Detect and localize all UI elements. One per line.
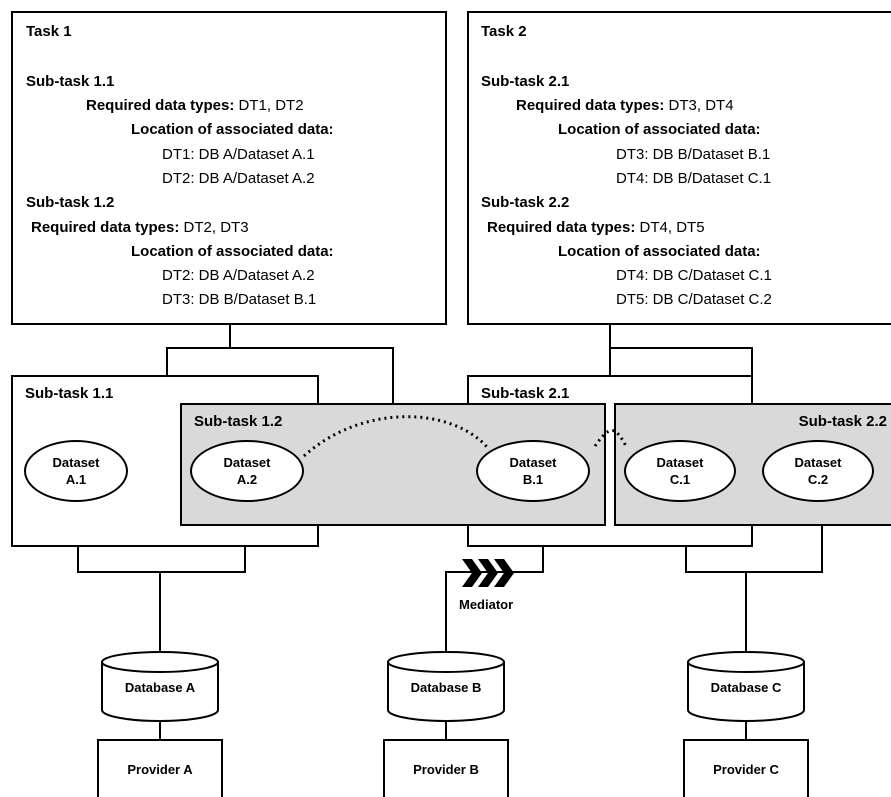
subtask-2-2-box-label: Sub-task 2.2: [798, 413, 887, 430]
provider-a-label: Provider A: [127, 761, 193, 777]
database-a-cylinder-icon: [101, 651, 219, 722]
required-types-value: DT1, DT2: [234, 97, 304, 114]
dataset-b1-label: Dataset: [509, 455, 557, 470]
mediator-chevron-icon: [462, 559, 514, 587]
provider-c-label: Provider C: [713, 761, 779, 777]
subtask-1-1-heading: Sub-task 1.1: [26, 73, 115, 90]
required-types-label: Required data types:: [31, 219, 180, 236]
database-c[interactable]: Database C: [686, 650, 806, 724]
dataset-a1-id: A.1: [65, 472, 87, 487]
provider-c[interactable]: Provider C: [683, 739, 809, 797]
subtask-1-2-location-2: DT3: DB B/Dataset B.1: [162, 291, 317, 308]
dataset-c2-id: C.2: [807, 472, 829, 487]
required-types-value: DT3, DT4: [664, 97, 734, 114]
database-b-label: Database B: [410, 680, 482, 695]
subtask-2-1-box-label: Sub-task 2.1: [481, 385, 570, 402]
dataset-b1-id: B.1: [522, 472, 544, 487]
subtask-1-2-box-label: Sub-task 1.2: [194, 413, 283, 430]
required-types-value: DT4, DT5: [635, 219, 705, 236]
dataset-c2-label: Dataset: [794, 455, 842, 470]
mediator-label: Mediator: [459, 597, 514, 612]
provider-b-label: Provider B: [413, 761, 479, 777]
subtask-1-1-location-label: Location of associated data:: [131, 121, 334, 138]
required-types-value: DT2, DT3: [179, 219, 249, 236]
provider-b[interactable]: Provider B: [383, 739, 509, 797]
subtask-1-2-heading: Sub-task 1.2: [26, 194, 115, 211]
subtask-1-1-location-1: DT1: DB A/Dataset A.1: [162, 146, 315, 163]
subtask-2-2-location-2: DT5: DB C/Dataset C.2: [616, 291, 772, 308]
database-b-cylinder-icon: [387, 651, 505, 722]
task-1-title: Task 1: [26, 23, 72, 40]
subtask-2-1-heading: Sub-task 2.1: [481, 73, 570, 90]
required-types-label: Required data types:: [86, 97, 235, 114]
subtask-2-2-required-types: Required data types: DT4, DT5: [487, 219, 705, 237]
provider-a[interactable]: Provider A: [97, 739, 223, 797]
dataset-a1-label: Dataset: [52, 455, 100, 470]
subtask-1-2-required-types: Required data types: DT2, DT3: [31, 219, 249, 237]
subtask-2-1-required-types: Required data types: DT3, DT4: [516, 97, 734, 115]
task-2-title: Task 2: [481, 23, 527, 40]
subtask-1-1-location-2: DT2: DB A/Dataset A.2: [162, 170, 315, 187]
subtask-2-1-location-1: DT3: DB B/Dataset B.1: [616, 146, 771, 163]
database-c-label: Database C: [710, 680, 782, 695]
dataset-c1-label: Dataset: [656, 455, 704, 470]
database-b[interactable]: Database B: [386, 650, 506, 724]
task-2-box: Task 2 Sub-task 2.1 Required data types:…: [467, 11, 891, 325]
subtask-2-2-location-label: Location of associated data:: [558, 243, 761, 260]
required-types-label: Required data types:: [487, 219, 636, 236]
dataset-c1-id: C.1: [669, 472, 691, 487]
subtask-1-2-location-label: Location of associated data:: [131, 243, 334, 260]
database-a[interactable]: Database A: [100, 650, 220, 724]
dataset-a2-id: A.2: [236, 472, 258, 487]
subtask-2-1-location-label: Location of associated data:: [558, 121, 761, 138]
task-1-box: Task 1 Sub-task 1.1 Required data types:…: [11, 11, 447, 325]
subtask-2-1-location-2: DT4: DB B/Dataset C.1: [616, 170, 772, 187]
database-a-label: Database A: [124, 680, 196, 695]
subtask-1-1-box-label: Sub-task 1.1: [25, 385, 114, 402]
database-c-cylinder-icon: [687, 651, 805, 722]
subtask-2-2-heading: Sub-task 2.2: [481, 194, 570, 211]
subtask-1-1-required-types: Required data types: DT1, DT2: [86, 97, 304, 115]
required-types-label: Required data types:: [516, 97, 665, 114]
subtask-1-2-location-1: DT2: DB A/Dataset A.2: [162, 267, 315, 284]
dataset-a2-label: Dataset: [223, 455, 271, 470]
subtask-2-2-location-1: DT4: DB C/Dataset C.1: [616, 267, 772, 284]
